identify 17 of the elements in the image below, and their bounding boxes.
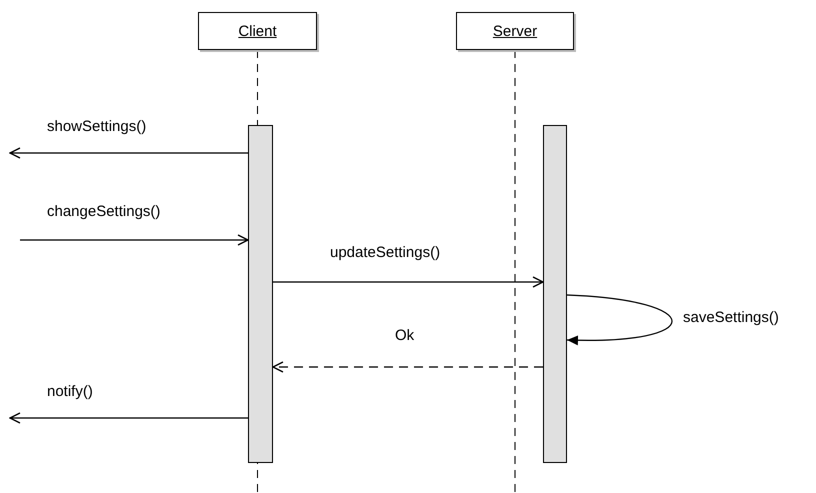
- participant-name: Server: [492, 22, 538, 40]
- message-arrow: [9, 412, 248, 424]
- message-arrow: [566, 294, 672, 346]
- message-label: changeSettings(): [45, 203, 162, 220]
- message-arrow: [20, 234, 249, 246]
- message-label: notify(): [45, 383, 95, 400]
- participant-name: Client: [238, 22, 277, 40]
- message-arrow: [272, 361, 543, 373]
- message-arrow: [273, 276, 544, 288]
- message-label: saveSettings(): [681, 309, 781, 326]
- lifeline-header-box: [198, 12, 317, 50]
- lifeline-header-box: [456, 12, 574, 50]
- activation-bar: [248, 125, 273, 463]
- message-label: updateSettings(): [328, 244, 442, 261]
- message-label: showSettings(): [45, 118, 148, 135]
- activation-bar: [543, 125, 567, 463]
- message-arrow: [9, 147, 248, 159]
